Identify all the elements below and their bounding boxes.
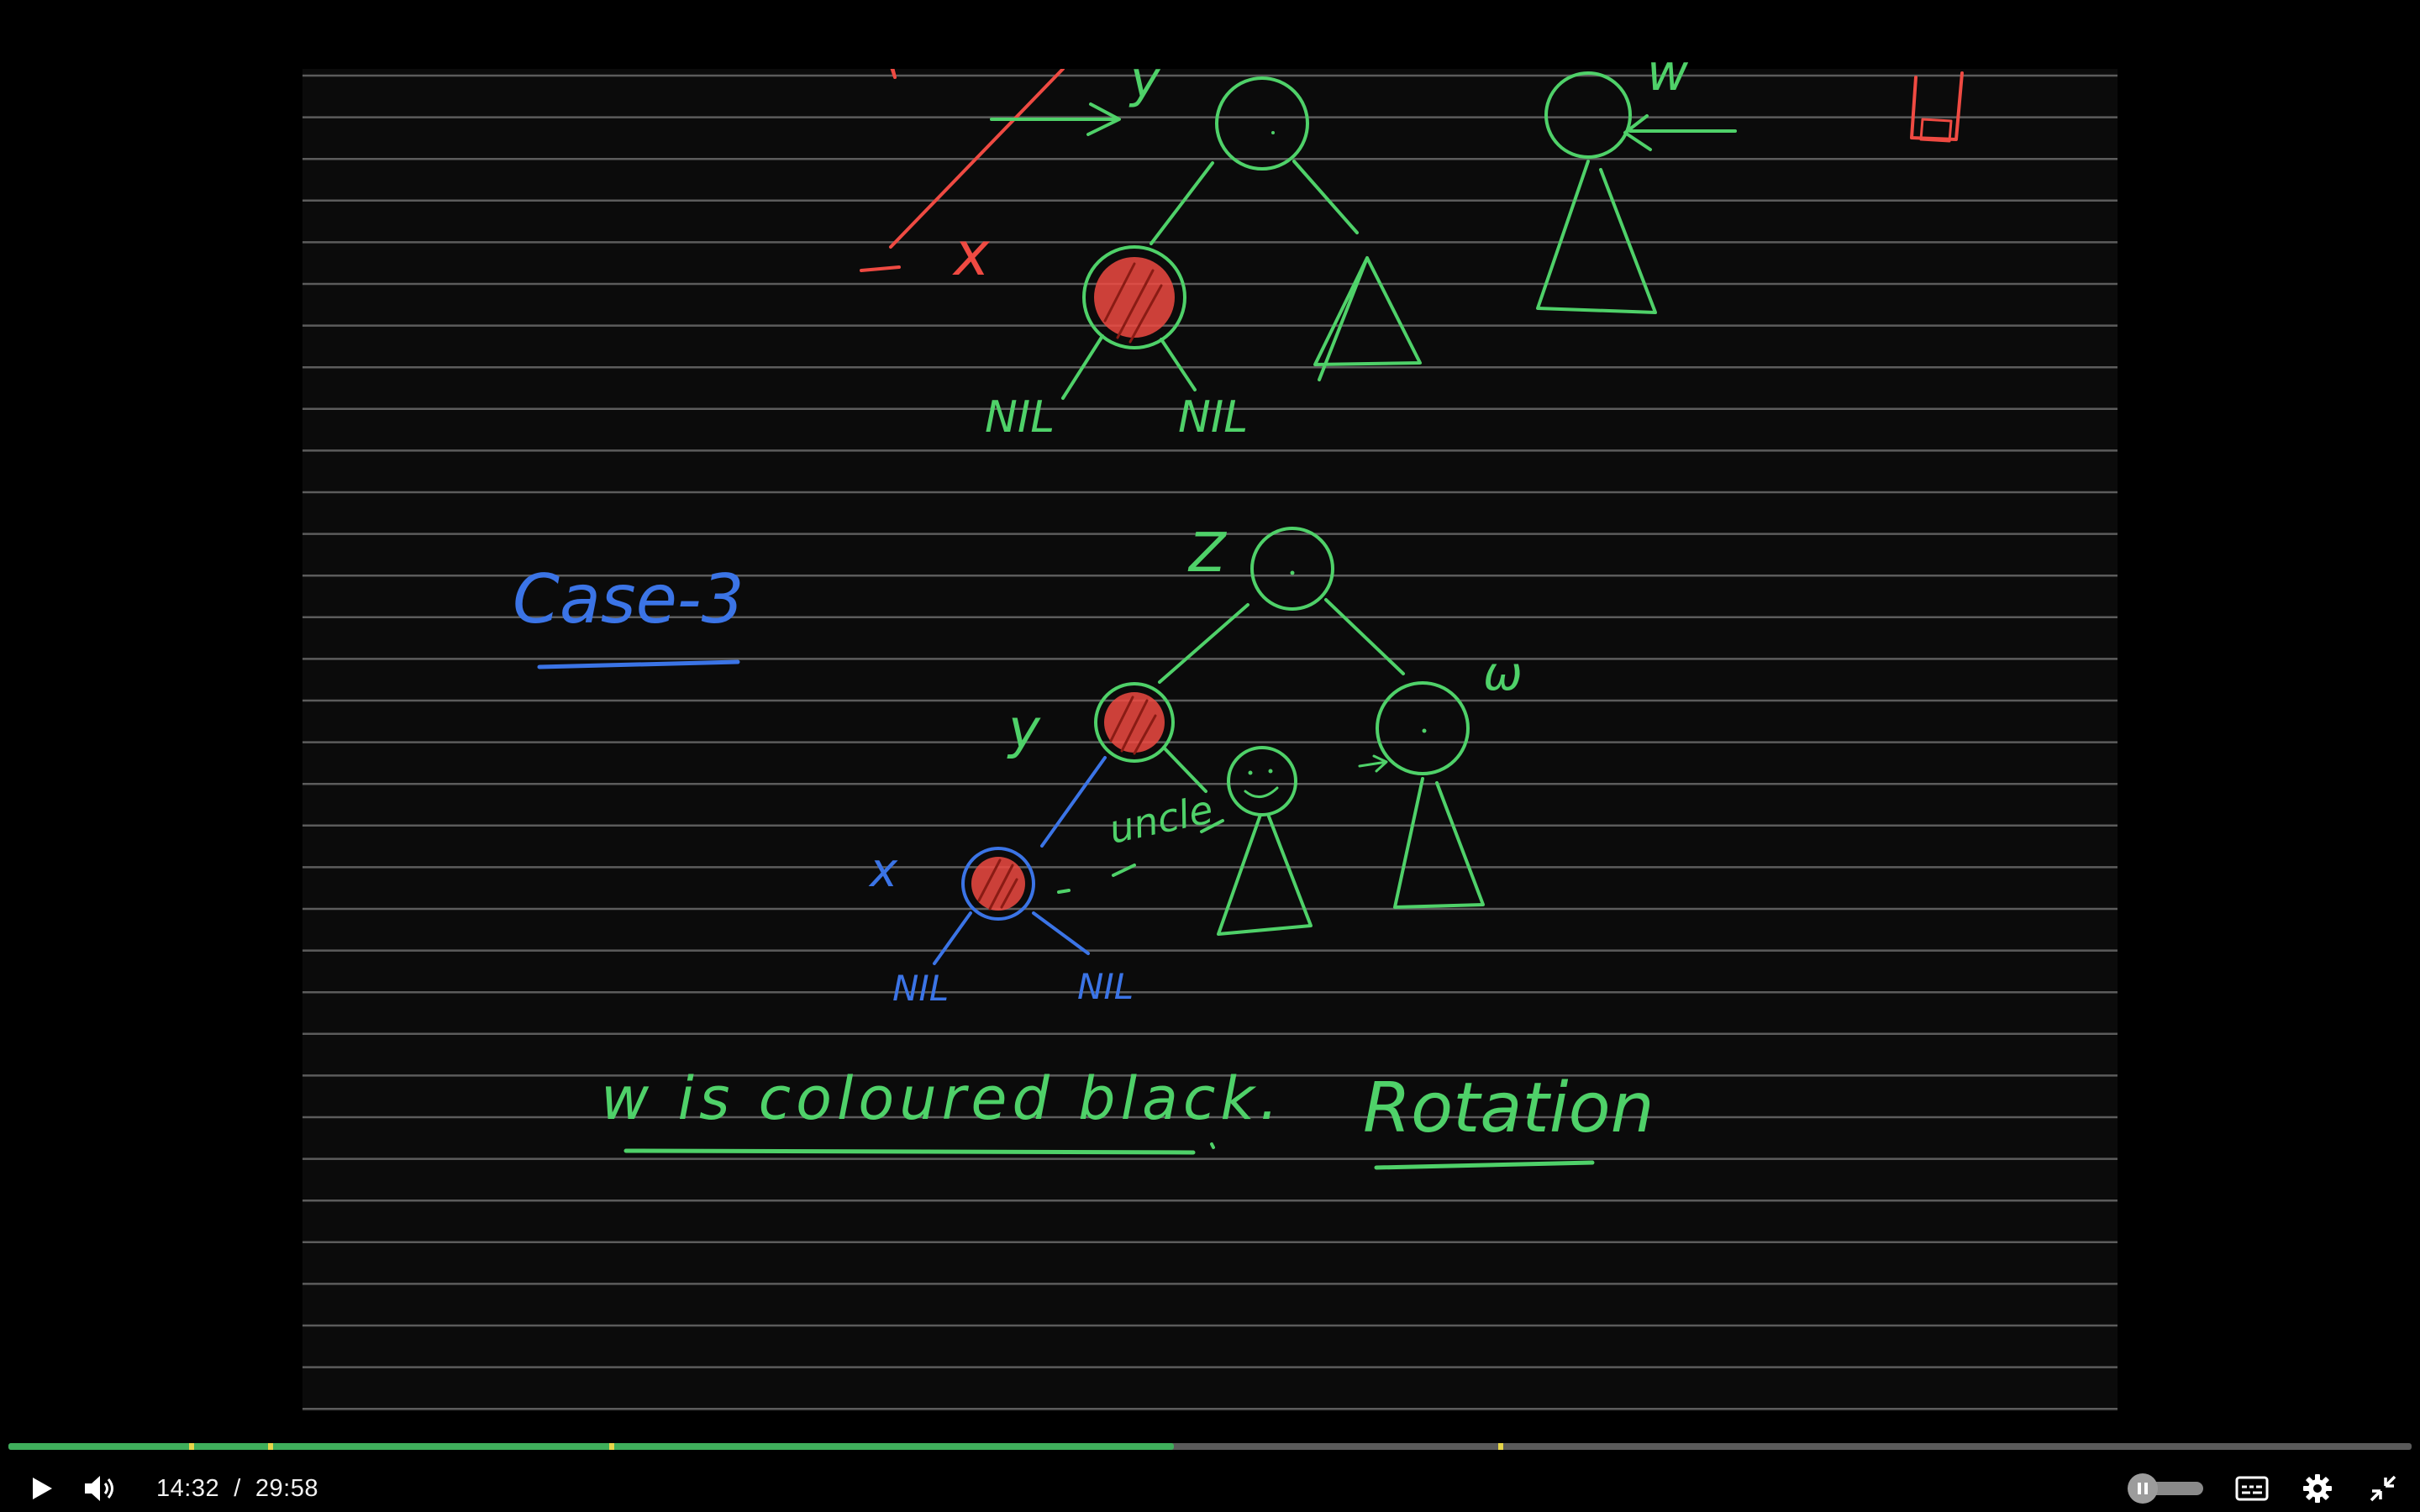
exit-fullscreen-icon (2370, 1475, 2396, 1502)
note-rotation: Rotation (1363, 1068, 1655, 1148)
case-label: Case-3 (513, 560, 744, 638)
label-y: y (1008, 699, 1040, 761)
autoplay-toggle[interactable] (2128, 1473, 2205, 1504)
captions-button[interactable] (2228, 1468, 2275, 1509)
progress-fill (8, 1443, 1175, 1450)
whiteboard-drawing (537, 69, 1964, 1170)
play-button[interactable] (20, 1468, 64, 1509)
captions-icon (2235, 1476, 2269, 1501)
chapter-marker (267, 1443, 273, 1450)
time-display: 14:32 / 29:58 (156, 1470, 318, 1507)
time-separator: / (234, 1474, 241, 1502)
top-tree-diagram (860, 69, 1964, 400)
progress-bar[interactable] (8, 1443, 2412, 1450)
label-x-top: x (954, 218, 990, 289)
current-time: 14:32 (156, 1474, 220, 1502)
volume-icon (85, 1476, 113, 1501)
autoplay-pause-icon (2128, 1473, 2158, 1504)
chapter-marker (1498, 1443, 1504, 1450)
label-z: Z (1189, 522, 1226, 585)
label-y-top: y (1130, 50, 1160, 109)
volume-button[interactable] (79, 1468, 123, 1509)
label-x: x (870, 843, 898, 898)
whiteboard-video-frame[interactable]: x y w NIL NIL Case-3 Z y ω uncle x NIL N… (302, 44, 2118, 1411)
chapter-marker (609, 1443, 614, 1450)
case3-tree-diagram (537, 527, 1595, 1170)
label-nil-right-top: NIL (1178, 392, 1249, 443)
player-controls: 14:32 / 29:58 (0, 1435, 2420, 1512)
note-w-coloured-black: w is coloured black. (601, 1064, 1284, 1133)
play-icon (33, 1478, 52, 1499)
settings-button[interactable] (2296, 1468, 2339, 1509)
chapter-marker (188, 1443, 194, 1450)
label-nil-left: NIL (892, 968, 950, 1009)
gear-icon (2303, 1474, 2332, 1503)
duration: 29:58 (255, 1474, 318, 1502)
label-w-top: w (1647, 44, 1689, 102)
label-nil-right: NIL (1077, 966, 1134, 1007)
label-nil-left-top: NIL (985, 392, 1055, 443)
exit-fullscreen-button[interactable] (2361, 1468, 2405, 1509)
ruled-lines (302, 74, 2118, 1410)
label-w: ω (1483, 647, 1523, 701)
